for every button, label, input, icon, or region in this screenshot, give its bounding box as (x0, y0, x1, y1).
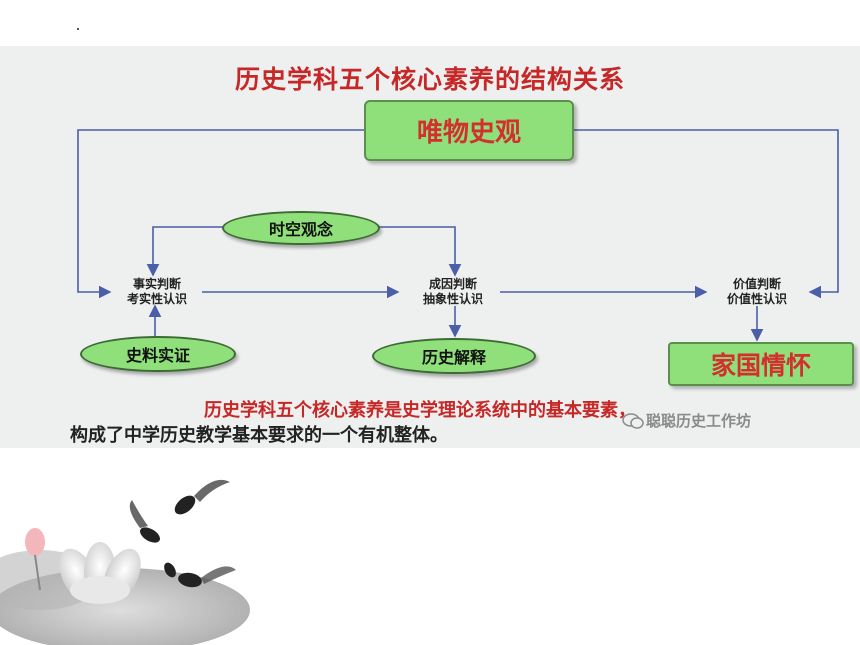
arrow-materialism-to-value (572, 129, 839, 299)
arrow-spacetime-to-cause (378, 226, 462, 277)
caption-line1: 历史学科五个核心素养是史学理论系统中的基本要素， (204, 400, 636, 421)
node-spacetime: 时空观念 (222, 211, 380, 245)
node-patriotism-label: 家国情怀 (710, 351, 811, 380)
caption-line2: 构成了中学历史教学基本要求的一个有机整体。 (70, 425, 448, 446)
label-fact-line1: 事实判断 (132, 277, 181, 291)
node-evidence: 史料实证 (80, 336, 236, 372)
arrow-materialism-to-fact (77, 129, 364, 299)
lotus-bud-shape (25, 528, 45, 556)
diagram-title: 历史学科五个核心素养的结构关系 (234, 65, 625, 94)
node-spacetime-label: 时空观念 (268, 220, 333, 239)
label-cause: 成因判断 抽象性认识 (398, 277, 508, 307)
label-fact: 事实判断 考实性认识 (102, 277, 212, 307)
label-cause-line2: 抽象性认识 (422, 292, 483, 306)
arrow-spacetime-to-fact (146, 226, 225, 277)
node-materialism: 唯物史观 (364, 100, 574, 161)
label-cause-line1: 成因判断 (428, 277, 477, 291)
node-interpretation-label: 历史解释 (421, 348, 486, 367)
ink-lotus-fish-art (0, 479, 250, 645)
connector-lines (77, 129, 839, 342)
goldfish-shape (129, 479, 236, 588)
label-value-line2: 价值性认识 (726, 292, 787, 306)
wechat-icon (622, 413, 644, 429)
node-evidence-label: 史料实证 (125, 346, 190, 365)
label-value-line1: 价值判断 (732, 277, 781, 291)
label-fact-line2: 考实性认识 (126, 292, 187, 306)
node-patriotism: 家国情怀 (668, 342, 854, 386)
watermark-text: 聪聪历史工作坊 (646, 412, 752, 430)
node-interpretation: 历史解释 (372, 338, 536, 374)
node-materialism-label: 唯物史观 (416, 118, 521, 148)
stray-dot (77, 28, 79, 30)
label-value: 价值判断 价值性认识 (700, 277, 814, 307)
lotus-flower-shape (59, 542, 141, 604)
